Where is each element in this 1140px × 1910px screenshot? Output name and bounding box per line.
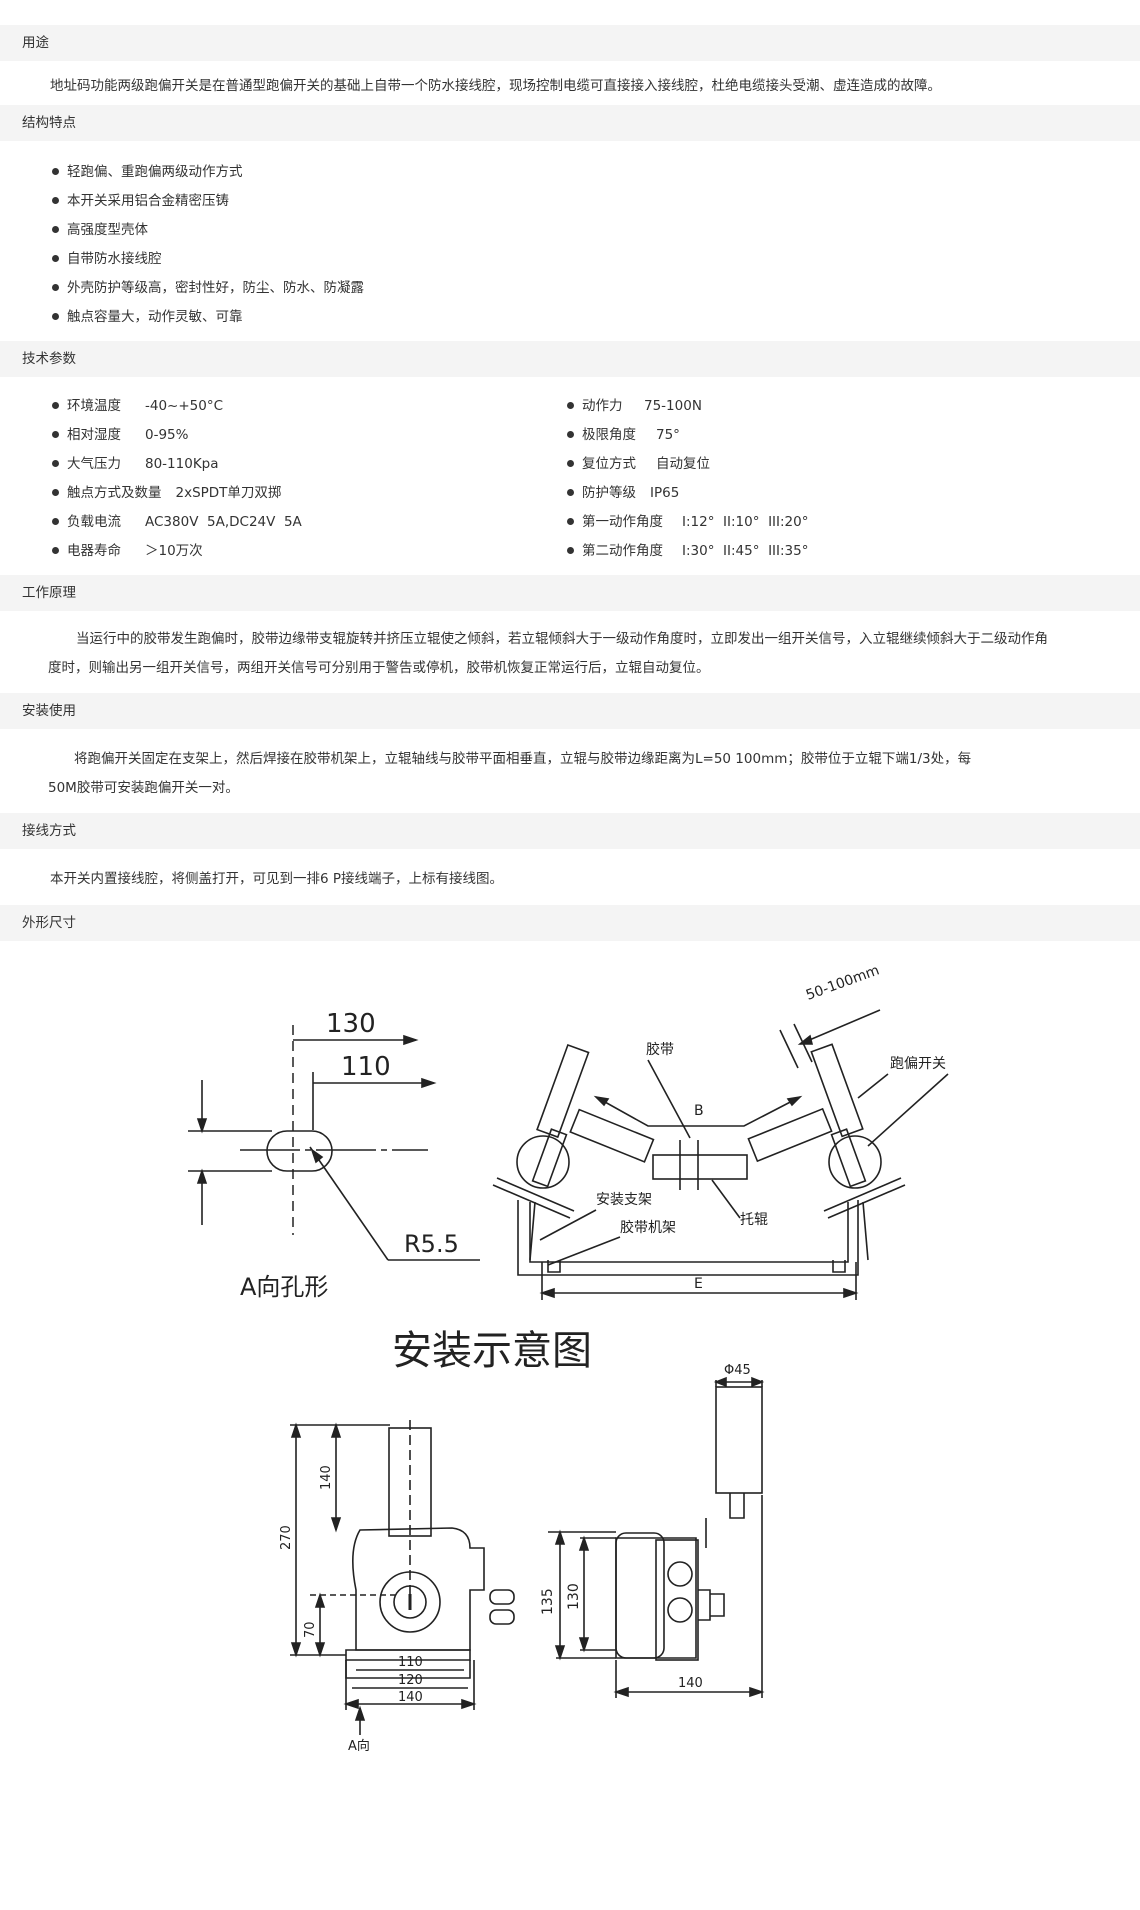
- param-item: 环境温度-40~+50°C: [52, 394, 223, 414]
- dim-130-v: 130: [566, 1583, 582, 1610]
- install-diagram-title: 安装示意图: [392, 1328, 592, 1374]
- principle-text-line: 度时，则输出另一组开关信号，两组开关信号可分别用于警告或停机，胶带机恢复正常运行…: [48, 660, 710, 676]
- section-principle-header: 工作原理: [0, 575, 1140, 611]
- section-tech-header: 技术参数: [0, 341, 1140, 377]
- hole-caption: A向孔形: [240, 1273, 328, 1301]
- feature-item: 触点容量大，动作灵敏、可靠: [52, 305, 243, 325]
- section-wiring-header: 接线方式: [0, 813, 1140, 849]
- a-direction-label: A向: [348, 1738, 370, 1754]
- feature-item: 轻跑偏、重跑偏两级动作方式: [52, 160, 243, 180]
- principle-text-line: 当运行中的胶带发生跑偏时，胶带边缘带支辊旋转并挤压立辊使之倾斜，若立辊倾斜大于一…: [76, 631, 1048, 647]
- dim-110-label: 110: [341, 1052, 391, 1082]
- param-item: 电器寿命＞10万次: [52, 539, 203, 559]
- usage-text: 地址码功能两级跑偏开关是在普通型跑偏开关的基础上自带一个防水接线腔，现场控制电缆…: [50, 78, 941, 94]
- section-install-header: 安装使用: [0, 693, 1140, 729]
- section-title: 结构特点: [22, 115, 76, 131]
- dim-130-label: 130: [326, 1009, 376, 1039]
- section-title: 技术参数: [22, 351, 76, 367]
- section-title: 用途: [22, 35, 49, 51]
- wiring-text: 本开关内置接线腔，将侧盖打开，可见到一排6 P接线端子，上标有接线图。: [50, 871, 504, 887]
- dim-140-h: 140: [398, 1690, 423, 1705]
- r55-label: R5.5: [404, 1230, 459, 1258]
- section-title: 工作原理: [22, 585, 76, 601]
- dim-140-bottom: 140: [678, 1676, 703, 1691]
- param-item: 复位方式自动复位: [567, 452, 710, 472]
- install-text-line: 将跑偏开关固定在支架上，然后焊接在胶带机架上，立辊轴线与胶带平面相垂直，立辊与胶…: [74, 751, 972, 767]
- install-text-line: 50M胶带可安装跑偏开关一对。: [48, 780, 239, 796]
- dim-270: 270: [279, 1525, 294, 1550]
- section-title: 接线方式: [22, 823, 76, 839]
- section-usage-header: 用途: [0, 25, 1140, 61]
- e-label: E: [694, 1276, 703, 1292]
- dim-110-h: 110: [398, 1655, 423, 1670]
- feature-item: 高强度型壳体: [52, 218, 148, 238]
- dimension-drawing: 130 110 R5.5 A向孔形 E B 50-10: [188, 962, 949, 1754]
- gap-label: 50-100mm: [804, 962, 882, 1003]
- bracket-label: 安装支架: [596, 1192, 652, 1208]
- feature-item: 外壳防护等级高，密封性好，防尘、防水、防凝露: [52, 276, 364, 296]
- section-structure-header: 结构特点: [0, 105, 1140, 141]
- dim-120-h: 120: [398, 1673, 423, 1688]
- switch-label: 跑偏开关: [890, 1056, 946, 1072]
- roller-label: 托辊: [740, 1212, 768, 1228]
- section-dimensions-header: 外形尺寸: [0, 905, 1140, 941]
- dim-135: 135: [540, 1588, 556, 1615]
- section-title: 安装使用: [22, 703, 76, 719]
- dim-phi45: Φ45: [724, 1363, 751, 1378]
- belt-label: 胶带: [646, 1041, 674, 1058]
- section-title: 外形尺寸: [22, 915, 76, 931]
- frame-label: 胶带机架: [620, 1219, 676, 1236]
- feature-item: 自带防水接线腔: [52, 247, 162, 267]
- feature-item: 本开关采用铝合金精密压铸: [52, 189, 229, 209]
- dim-70: 70: [303, 1621, 318, 1638]
- dim-140-v: 140: [319, 1465, 334, 1490]
- b-label: B: [694, 1103, 704, 1119]
